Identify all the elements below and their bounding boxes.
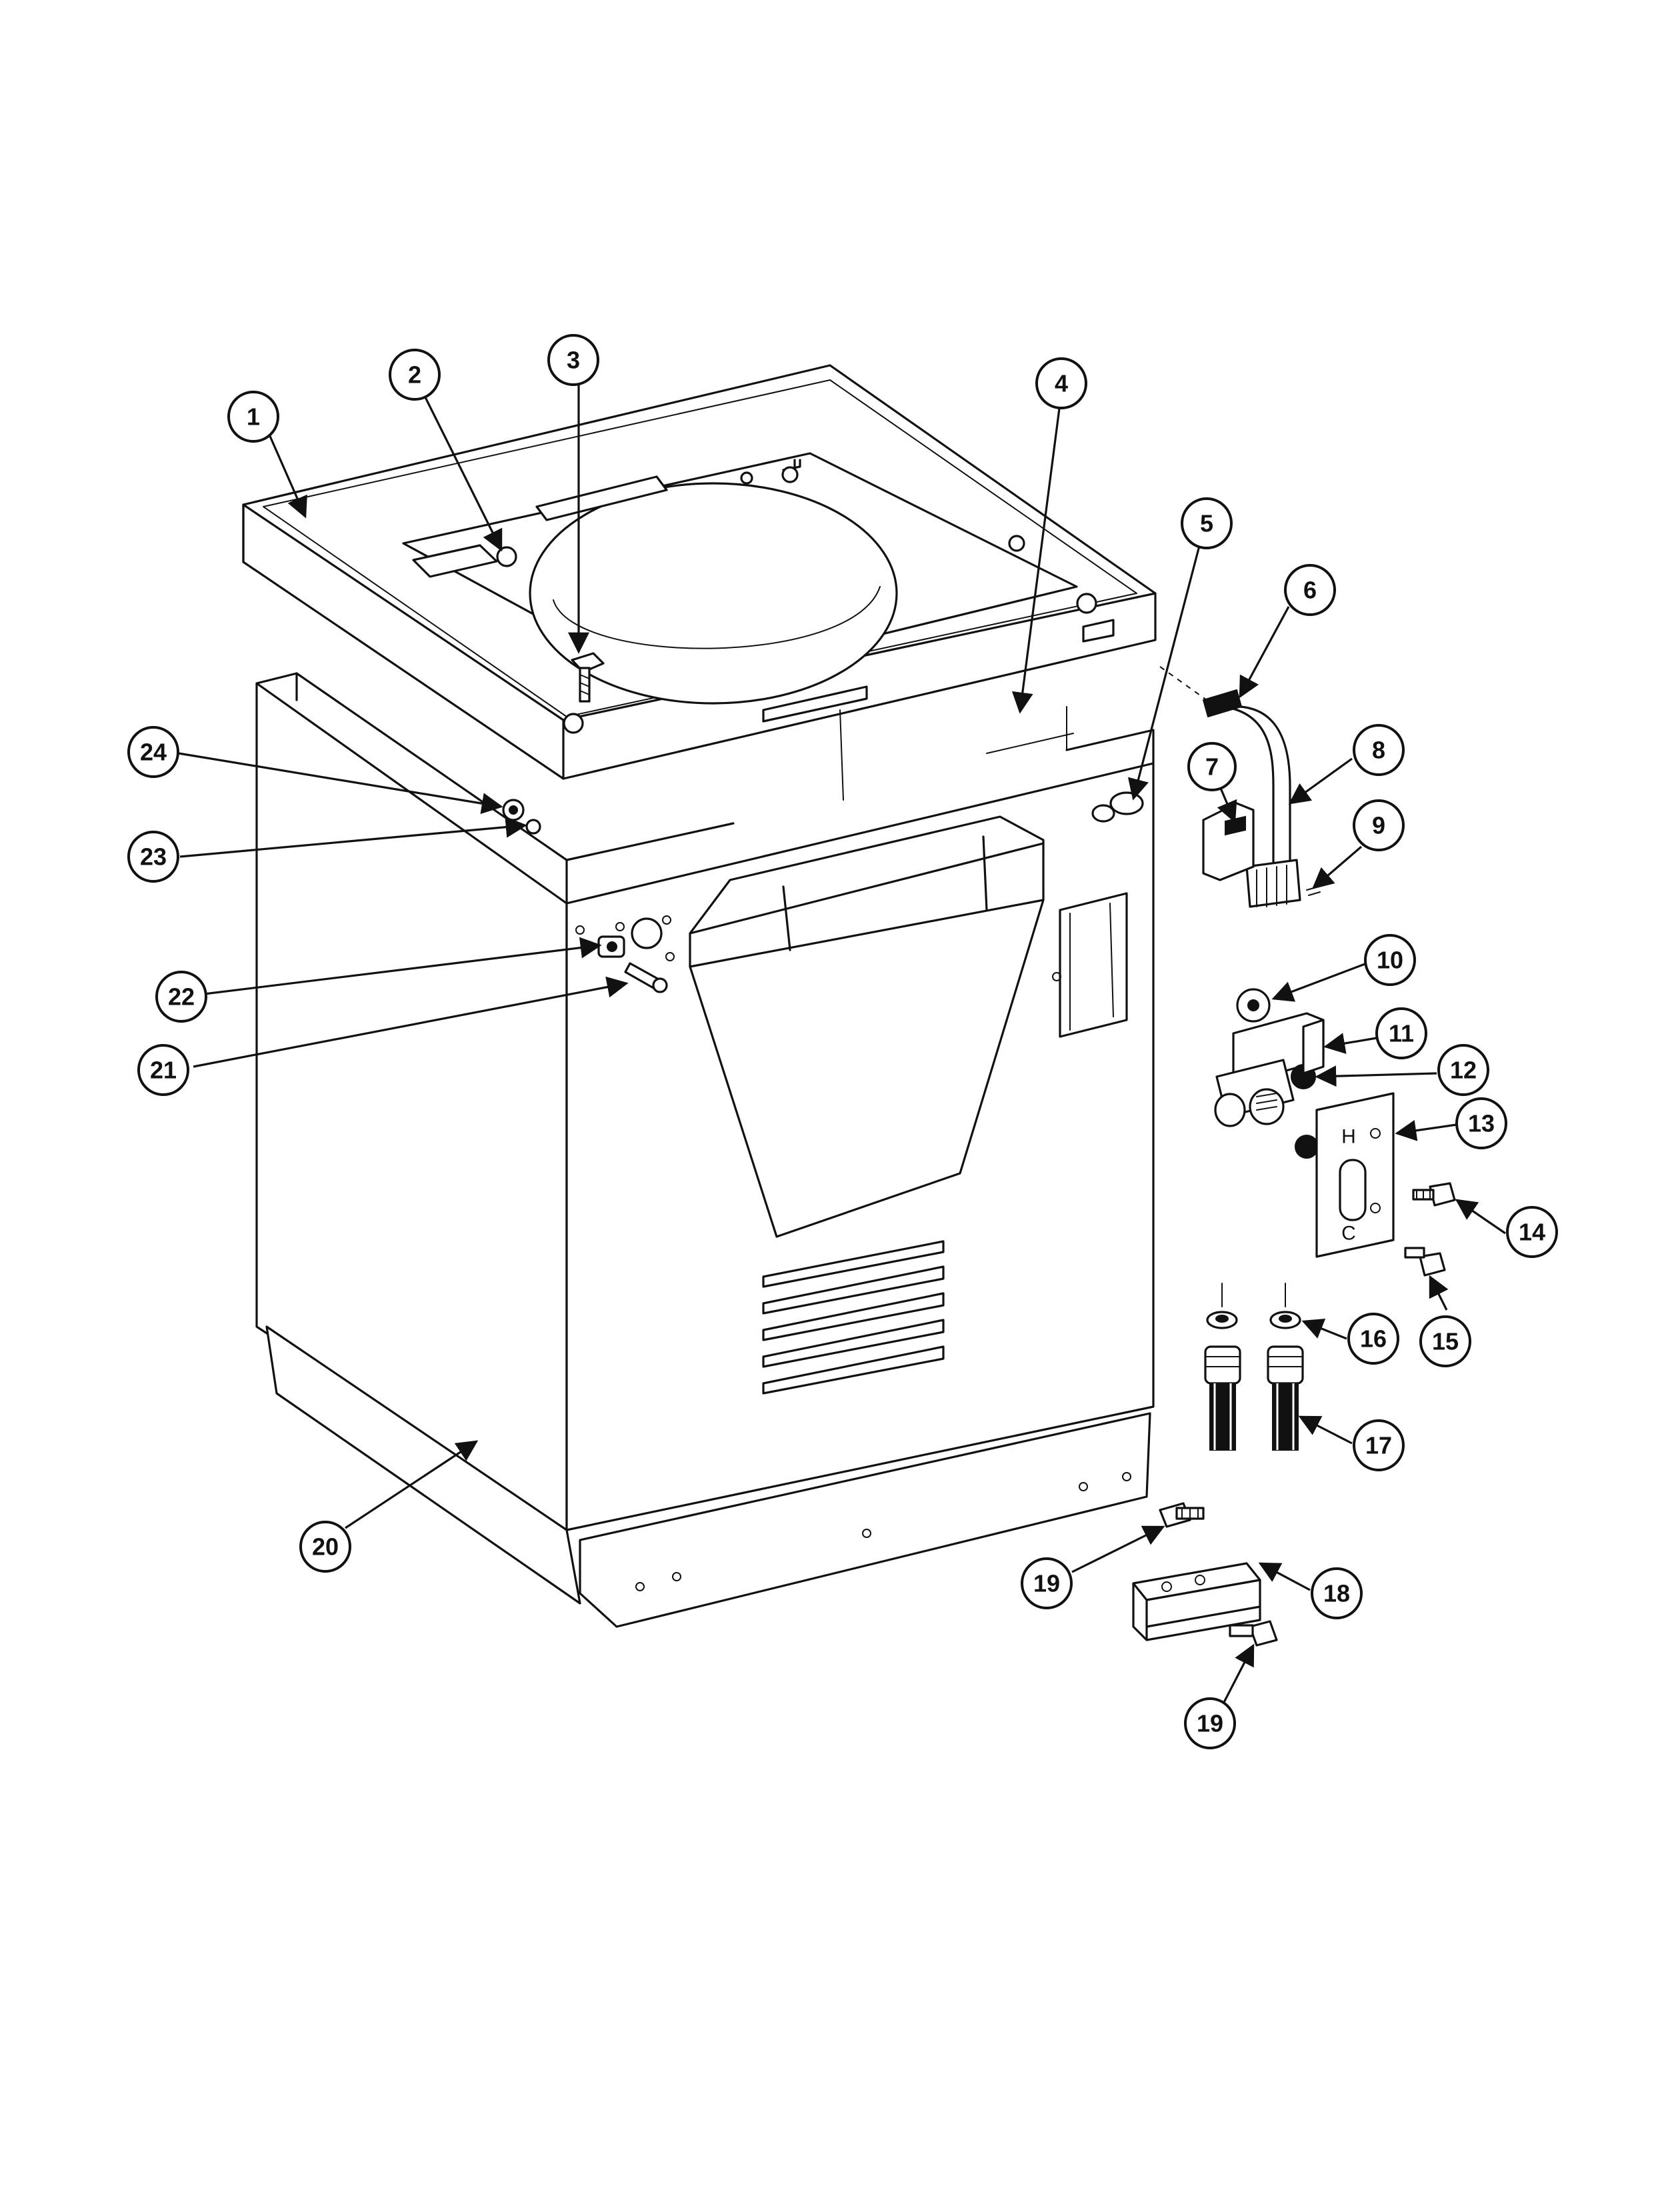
callout-13: 13	[1455, 1097, 1507, 1149]
water-valve	[1214, 988, 1325, 1159]
callout-22: 22	[155, 971, 207, 1023]
rear-fasteners	[502, 799, 668, 993]
svg-text:11: 11	[1389, 1020, 1414, 1047]
callout-8: 8	[1353, 724, 1405, 776]
callout-11: 11	[1375, 1007, 1427, 1059]
callout-19-lower: 19	[1184, 1697, 1236, 1749]
callout-23: 23	[127, 831, 179, 883]
svg-text:2: 2	[408, 361, 421, 389]
plate-hot-mark: H	[1341, 1126, 1356, 1148]
svg-text:3: 3	[567, 347, 580, 374]
svg-text:19: 19	[1197, 1710, 1223, 1737]
callout-5: 5	[1181, 497, 1233, 549]
callout-18: 18	[1311, 1567, 1363, 1619]
valve-mounting-plate: H C	[1315, 1092, 1395, 1258]
callout-7: 7	[1187, 742, 1237, 791]
callout-3: 3	[547, 334, 599, 386]
svg-text:22: 22	[168, 983, 195, 1011]
callout-15: 15	[1419, 1315, 1471, 1367]
svg-text:15: 15	[1432, 1328, 1459, 1355]
callouts: 1 2 3 4 5 6 7 8 9 10 11 12 13 14 15 16 1…	[127, 334, 1558, 1749]
svg-text:8: 8	[1372, 737, 1385, 764]
leveling-bracket	[1132, 1502, 1278, 1647]
plate-screws	[1404, 1182, 1456, 1277]
svg-text:24: 24	[140, 739, 167, 766]
callout-1: 1	[227, 391, 279, 443]
svg-text:12: 12	[1450, 1057, 1477, 1084]
lid-screw	[571, 652, 605, 703]
svg-text:5: 5	[1200, 510, 1213, 537]
svg-text:20: 20	[312, 1533, 339, 1561]
svg-text:16: 16	[1360, 1325, 1387, 1353]
svg-text:19: 19	[1033, 1570, 1060, 1597]
wire-harness	[1159, 666, 1321, 908]
callout-19-upper: 19	[1021, 1557, 1073, 1609]
callout-4: 4	[1035, 357, 1087, 409]
svg-text:6: 6	[1303, 577, 1317, 604]
callout-21: 21	[137, 1044, 189, 1096]
callout-9: 9	[1353, 799, 1405, 851]
cabinet	[255, 672, 1155, 1628]
callout-24: 24	[127, 726, 179, 778]
svg-text:1: 1	[247, 403, 260, 431]
svg-text:7: 7	[1205, 753, 1219, 781]
svg-text:18: 18	[1323, 1580, 1350, 1607]
top-panel	[242, 364, 1157, 780]
callout-6: 6	[1284, 564, 1336, 616]
svg-text:13: 13	[1468, 1110, 1495, 1137]
svg-text:10: 10	[1377, 947, 1403, 974]
callout-16: 16	[1347, 1313, 1399, 1365]
callout-12: 12	[1437, 1044, 1489, 1096]
callout-17: 17	[1353, 1419, 1405, 1471]
callout-20: 20	[299, 1521, 351, 1573]
svg-text:21: 21	[150, 1057, 177, 1084]
svg-text:9: 9	[1372, 812, 1385, 839]
plate-cold-mark: C	[1341, 1223, 1356, 1245]
leader-lines	[178, 383, 1506, 1711]
svg-text:17: 17	[1365, 1432, 1392, 1459]
svg-text:23: 23	[140, 843, 167, 871]
svg-text:4: 4	[1055, 370, 1068, 397]
fill-hoses	[1204, 1283, 1304, 1451]
callout-2: 2	[389, 349, 441, 401]
svg-text:14: 14	[1519, 1219, 1545, 1246]
callout-14: 14	[1506, 1206, 1558, 1258]
callout-10: 10	[1364, 934, 1416, 986]
